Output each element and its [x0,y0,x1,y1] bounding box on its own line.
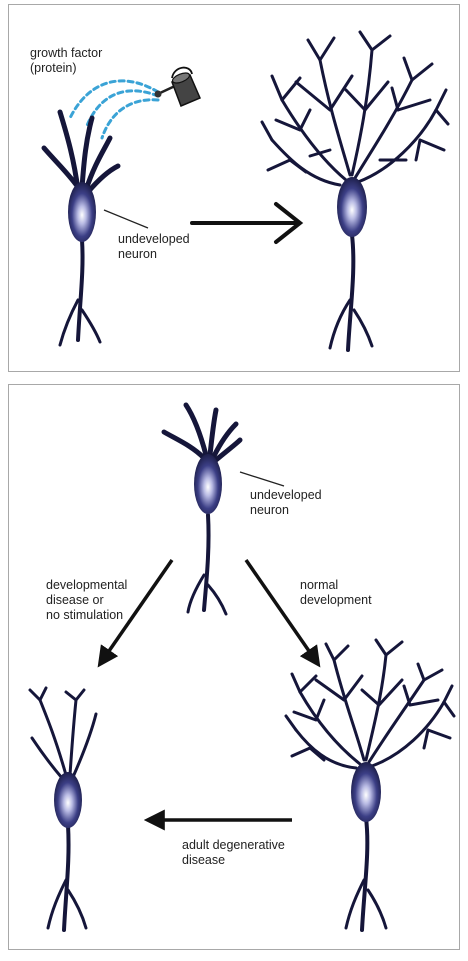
adult-degenerative-label: adult degenerative disease [182,838,285,867]
neuron-pointer-line-bottom [239,471,285,487]
undeveloped-neuron-bottom [161,402,243,616]
arrow-to-normal [244,559,321,668]
watering-can-icon [154,66,201,107]
growth-factor-label: growth factor (protein) [30,46,103,75]
undeveloped-neuron-label-bottom: undeveloped neuron [250,488,322,517]
developed-neuron-bottom [284,638,456,932]
developmental-disease-label: developmental disease or no stimulation [46,578,128,622]
stunted-neuron [28,686,98,932]
neuron-pointer-line-top [103,209,149,229]
right-arrow-icon [190,202,304,244]
developed-neuron-top [260,30,450,352]
undeveloped-neuron-top [41,109,121,347]
undeveloped-neuron-label-top: undeveloped neuron [118,232,190,261]
normal-development-label: normal development [300,578,372,607]
growth-factor-drops [68,79,160,140]
arrow-to-disease [97,559,174,668]
